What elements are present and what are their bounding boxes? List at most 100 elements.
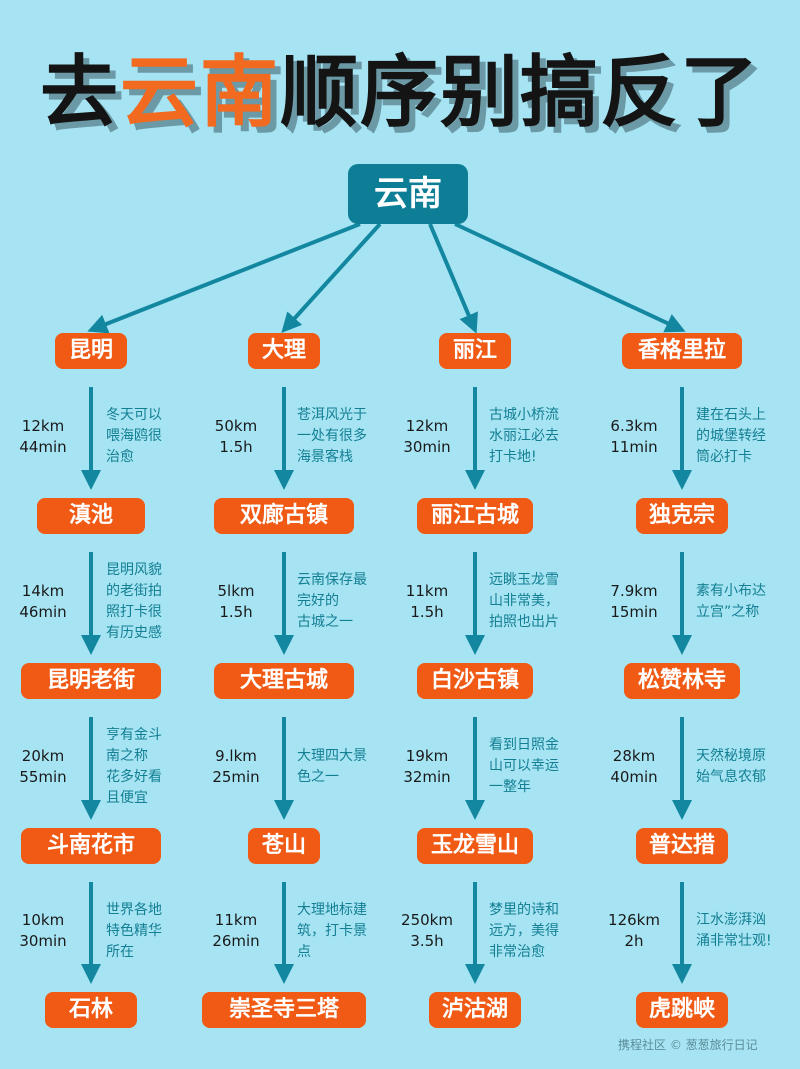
description-line: 苍洱风光于: [297, 407, 367, 423]
description-line: 南之称: [106, 747, 148, 764]
description-line: 喂海鸥很: [106, 428, 162, 444]
description-line: 所在: [106, 943, 134, 960]
description-line: 完好的: [297, 593, 339, 609]
description-line: 照打卡很: [106, 603, 162, 620]
title-text-highlight: 云南: [119, 48, 280, 138]
description-line: 建在石头上: [696, 407, 766, 423]
description-line: 远眺玉龙雪: [489, 572, 559, 588]
distance-label: 28km 40min: [602, 746, 666, 788]
description-text: 大理四大景色之一: [297, 746, 383, 788]
place-node: 崇圣寺三塔: [202, 992, 366, 1028]
description-line: 远方，美得: [489, 922, 559, 939]
description-line: 江水澎湃汹: [696, 912, 766, 928]
travel-time-value: 40min: [610, 767, 658, 786]
travel-time-value: 30min: [19, 932, 67, 950]
distance-label: 20km 55min: [11, 746, 75, 788]
description-line: 天然秘境原: [696, 747, 766, 764]
description-text: 亨有金斗南之称花多好看且便宜: [106, 725, 192, 809]
distance-value: 50km: [214, 416, 258, 435]
distance-value: 9.lkm: [215, 746, 257, 765]
root-arrow-1: [87, 222, 361, 334]
description-line: 色之一: [297, 768, 339, 785]
place-node: 丽江: [439, 333, 511, 369]
description-line: 一处有很多: [297, 428, 367, 444]
place-node: 滇池: [37, 498, 145, 534]
place-node: 泸沽湖: [429, 992, 521, 1028]
place-node: 苍山: [248, 828, 320, 864]
title-text-part1: 去: [39, 48, 120, 138]
title-text-part3: 顺序别搞反了: [280, 48, 761, 138]
description-line: 水丽江必去: [489, 428, 559, 444]
description-line: 冬天可以: [106, 407, 162, 423]
travel-time-value: 55min: [19, 767, 67, 786]
travel-time-value: 3.5h: [410, 932, 444, 950]
distance-value: 250km: [401, 911, 453, 929]
distance-value: 14km: [21, 581, 65, 600]
root-node: 云南: [348, 164, 468, 224]
distance-value: 5lkm: [217, 581, 255, 600]
description-line: 筑，打卡景: [297, 922, 367, 939]
description-line: 昆明风貌: [106, 561, 162, 578]
travel-time-value: 11min: [610, 437, 658, 456]
distance-value: 11km: [214, 911, 258, 929]
travel-time-value: 15min: [610, 602, 658, 621]
distance-label: 11km 26min: [204, 910, 268, 952]
description-line: 有历史感: [106, 624, 162, 641]
description-line: 特色精华: [106, 922, 162, 939]
place-node: 普达措: [636, 828, 728, 864]
description-text: 建在石头上的城堡转经筒必打卡: [696, 405, 782, 468]
distance-value: 12km: [21, 416, 65, 435]
place-node: 丽江古城: [417, 498, 533, 534]
description-text: 大理地标建筑，打卡景点: [297, 900, 383, 963]
distance-value: 7.9km: [610, 581, 658, 600]
travel-time-value: 1.5h: [410, 602, 444, 621]
description-line: 涌非常壮观!: [696, 933, 772, 949]
description-line: 非常治愈: [489, 943, 545, 960]
distance-label: 7.9km 15min: [602, 581, 666, 623]
description-line: 治愈: [106, 449, 134, 465]
place-node: 香格里拉: [622, 333, 742, 369]
description-text: 冬天可以喂海鸥很治愈: [106, 405, 192, 468]
distance-value: 19km: [405, 746, 449, 765]
description-line: 且便宜: [106, 789, 148, 806]
description-text: 天然秘境原始气息农郁: [696, 746, 782, 788]
distance-value: 6.3km: [610, 416, 658, 435]
description-line: 大理四大景: [297, 747, 367, 764]
travel-time-value: 26min: [212, 932, 260, 950]
description-line: 一整年: [489, 779, 531, 795]
description-line: 拍照也出片: [489, 614, 559, 630]
description-line: 梦里的诗和: [489, 901, 559, 918]
distance-label: 6.3km 11min: [602, 416, 666, 458]
description-text: 古城小桥流水丽江必去打卡地!: [489, 405, 575, 468]
distance-value: 12km: [405, 416, 449, 435]
place-node: 松赞林寺: [624, 663, 740, 699]
description-line: 大理地标建: [297, 901, 367, 918]
distance-label: 12km 30min: [395, 416, 459, 458]
travel-time-value: 30min: [403, 437, 451, 456]
description-line: 古城之一: [297, 614, 353, 630]
travel-time-value: 1.5h: [219, 602, 253, 621]
description-text: 看到日照金山可以幸运一整年: [489, 735, 575, 798]
place-node: 独克宗: [636, 498, 728, 534]
description-line: 海景客栈: [297, 449, 353, 465]
root-arrow-4: [454, 222, 686, 333]
place-node: 昆明老街: [21, 663, 161, 699]
description-line: 的城堡转经: [696, 428, 766, 444]
description-line: 古城小桥流: [489, 407, 559, 423]
place-node: 双廊古镇: [214, 498, 354, 534]
description-line: 点: [297, 943, 311, 960]
description-line: 看到日照金: [489, 737, 559, 753]
description-line: 打卡地!: [489, 449, 537, 465]
travel-time-value: 2h: [624, 932, 644, 950]
distance-value: 28km: [612, 746, 656, 765]
place-node: 白沙古镇: [417, 663, 533, 699]
description-line: 山可以幸运: [489, 758, 559, 774]
description-text: 梦里的诗和远方，美得非常治愈: [489, 900, 575, 963]
description-text: 世界各地特色精华所在: [106, 900, 192, 963]
distance-value: 20km: [21, 746, 65, 765]
root-arrow-2: [281, 222, 382, 333]
